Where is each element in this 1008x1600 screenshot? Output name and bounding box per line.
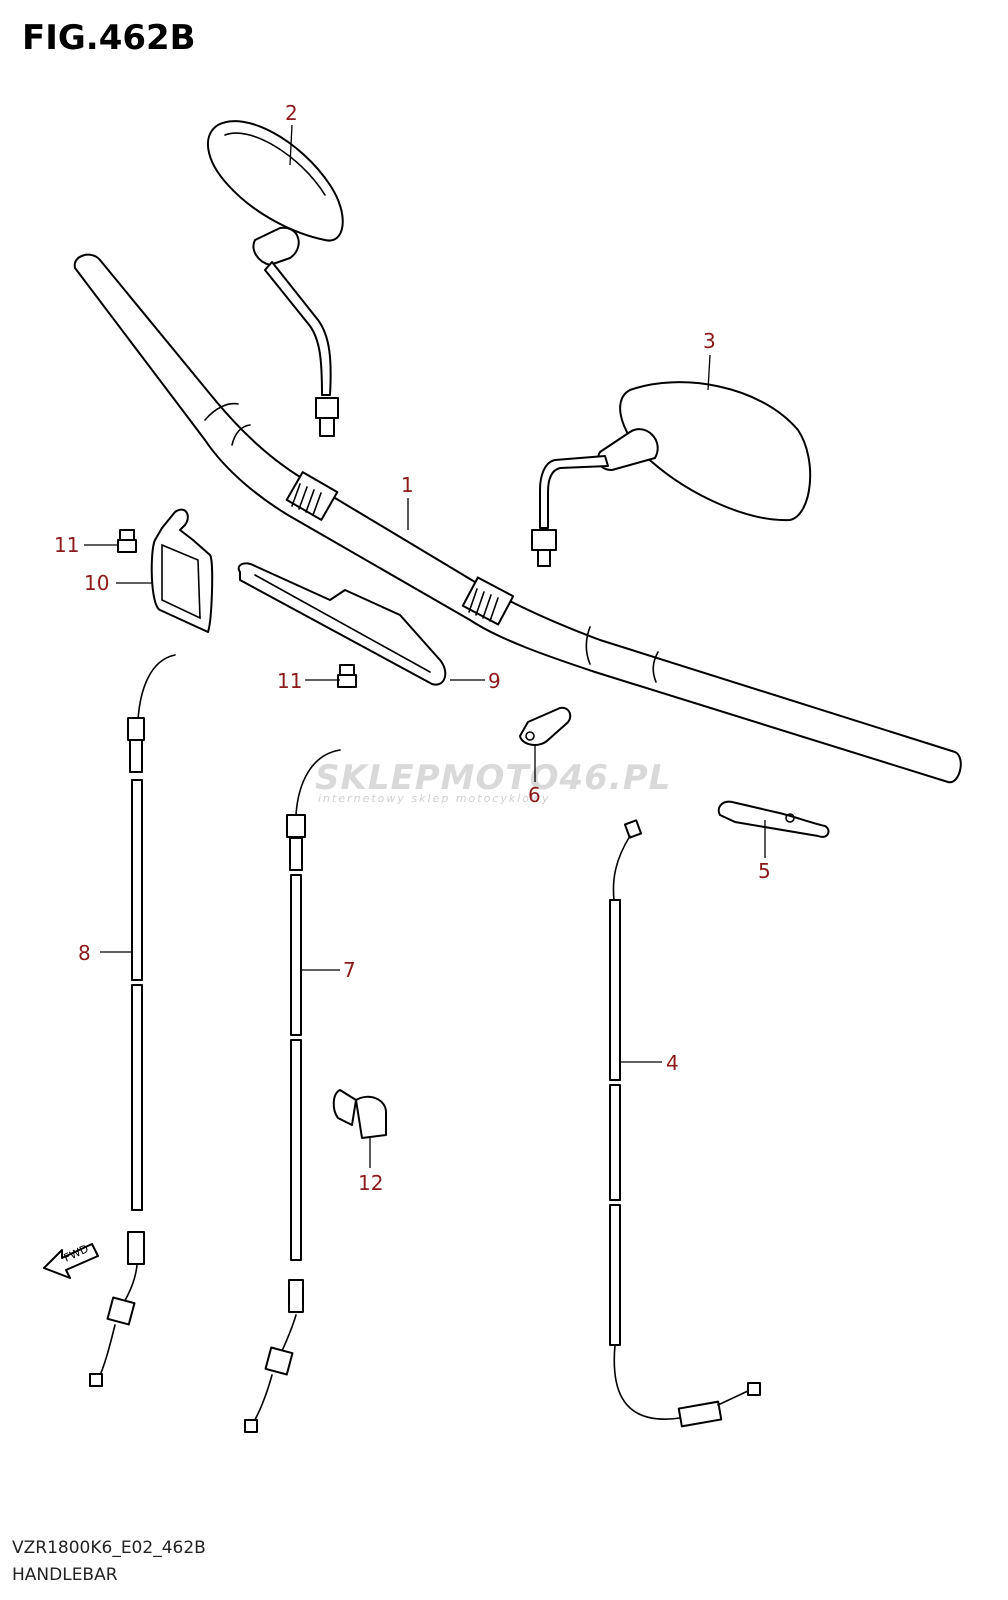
throttle-cable-2[interactable]: [244, 749, 341, 1433]
watermark: SKLEPMOTO46.PL: [315, 758, 671, 798]
holder-stay[interactable]: [717, 800, 830, 838]
clutch-cable[interactable]: [609, 819, 761, 1428]
cable-clip[interactable]: [332, 1089, 387, 1139]
callout-12: 12: [358, 1171, 383, 1195]
callout-1: 1: [401, 473, 414, 497]
watermark-brand-part1: SKLEP: [315, 758, 441, 798]
watermark-brand-part2: MOTO46.PL: [440, 758, 672, 798]
leader-lines: [84, 124, 766, 1168]
watermark-tagline: internetowy sklep motocyklowy: [318, 792, 551, 805]
callout-9: 9: [488, 669, 501, 693]
callout-8: 8: [78, 941, 91, 965]
fwd-arrow: FWD: [43, 1242, 99, 1279]
callout-4: 4: [666, 1051, 679, 1075]
handlebar[interactable]: [73, 253, 962, 784]
throttle-cable-1[interactable]: [89, 654, 176, 1387]
model-code: VZR1800K6_E02_462B: [12, 1538, 206, 1558]
cable-clamp[interactable]: [519, 706, 572, 746]
guide-bracket[interactable]: [150, 508, 214, 633]
section-name: HANDLEBAR: [12, 1565, 118, 1585]
callout-6: 6: [528, 783, 541, 807]
callout-11-left: 11: [54, 533, 79, 557]
screw-left[interactable]: [117, 529, 137, 553]
callout-10: 10: [84, 571, 109, 595]
callout-11-middle: 11: [277, 669, 302, 693]
screw-middle[interactable]: [337, 664, 357, 688]
callout-labels: 1 2 3 4 5 6 7 8 9 10 11 11 12: [54, 101, 771, 1195]
callout-3: 3: [703, 329, 716, 353]
figure-title: FIG.462B: [22, 18, 196, 58]
callout-7: 7: [343, 958, 356, 982]
callout-5: 5: [758, 859, 771, 883]
cable-guide-plate[interactable]: [237, 562, 447, 686]
callout-2: 2: [285, 101, 298, 125]
left-mirror[interactable]: [207, 120, 344, 437]
right-mirror[interactable]: [531, 381, 812, 567]
